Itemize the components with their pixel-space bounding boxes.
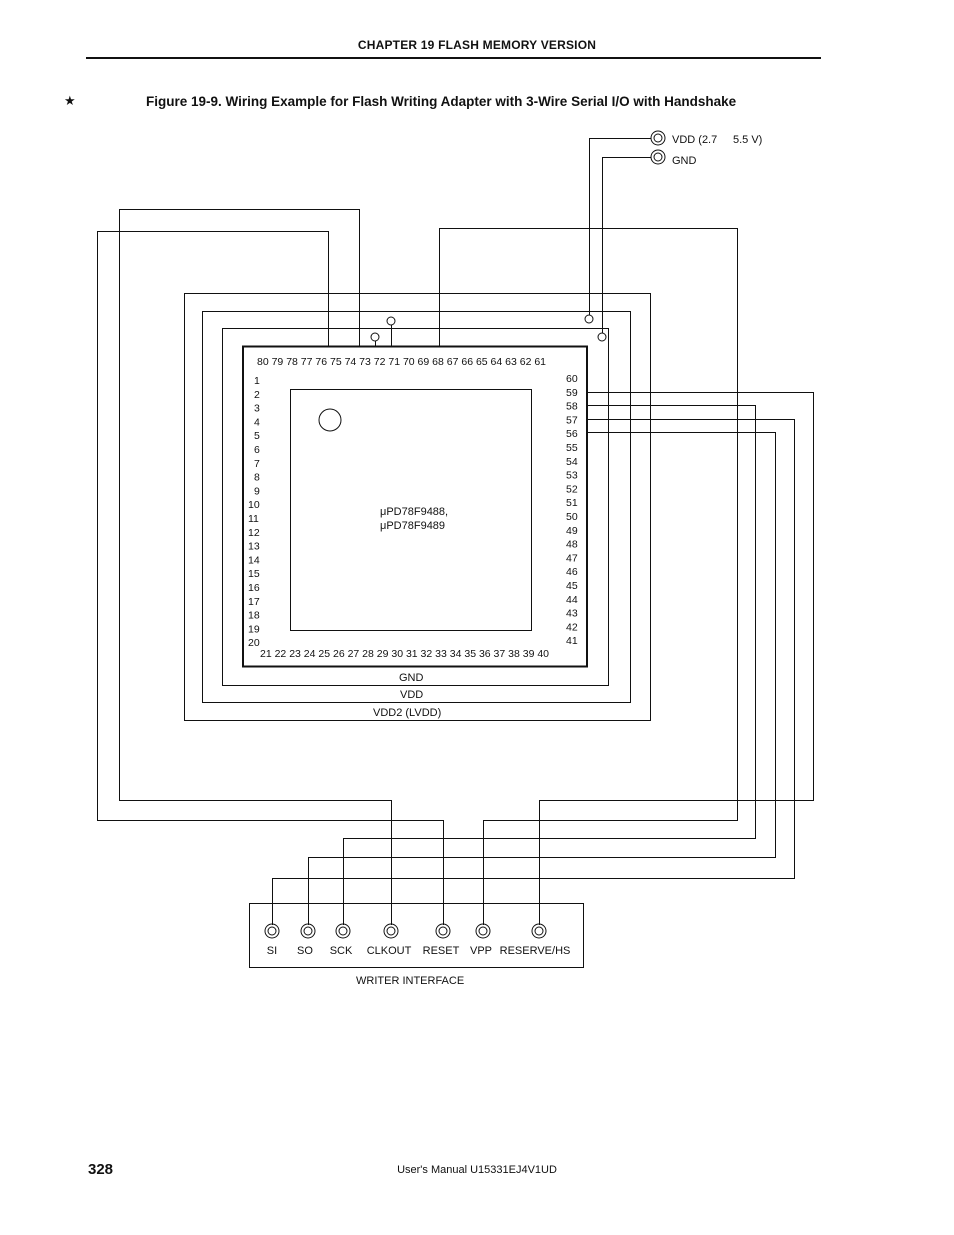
writer-terminal-label: VPP xyxy=(470,945,492,957)
vdd-rail xyxy=(202,311,631,703)
right-pin-label: 58 xyxy=(566,401,578,413)
header-rule xyxy=(86,57,821,59)
writer-terminal-label: RESET xyxy=(423,945,460,957)
left-pin-label: 4 xyxy=(254,416,260,428)
vdd2-rail-label: VDD2 (LVDD) xyxy=(373,707,441,719)
left-pin-label: 10 xyxy=(248,499,260,511)
left-pin-label: 7 xyxy=(254,458,260,470)
left-pin-label: 3 xyxy=(254,403,260,415)
vdd2-rail xyxy=(184,293,651,721)
right-pin-label: 46 xyxy=(566,566,578,578)
right-pin-label: 42 xyxy=(566,621,578,633)
right-pin-label: 49 xyxy=(566,525,578,537)
right-pin-label: 59 xyxy=(566,387,578,399)
star-icon: ★ xyxy=(64,93,76,108)
right-pin-label: 54 xyxy=(566,456,578,468)
right-pin-label: 55 xyxy=(566,442,578,454)
writer-terminal-label: SI xyxy=(267,945,277,957)
right-pin-label: 53 xyxy=(566,470,578,482)
left-pin-label: 15 xyxy=(248,568,260,580)
vdd-supply-label: VDD (2.7 xyxy=(672,134,717,146)
left-pin-label: 13 xyxy=(248,541,260,553)
gnd-terminal xyxy=(650,149,666,165)
right-pin-label: 50 xyxy=(566,511,578,523)
left-pin-label: 18 xyxy=(248,610,260,622)
right-pin-label: 57 xyxy=(566,414,578,426)
writer-terminal-label: CLKOUT xyxy=(367,945,412,957)
left-pin-label: 5 xyxy=(254,430,260,442)
right-pin-label: 60 xyxy=(566,373,578,385)
writer-terminals xyxy=(264,923,547,939)
left-pin-label: 11 xyxy=(248,513,259,525)
writer-interface-caption: WRITER INTERFACE xyxy=(356,975,464,987)
left-pin-label: 8 xyxy=(254,472,260,484)
part-number-1: μPD78F9488, xyxy=(380,506,448,518)
vdd-supply-range: 5.5 V) xyxy=(733,134,762,146)
left-pin-label: 12 xyxy=(248,527,260,539)
part-number-2: μPD78F9489 xyxy=(380,520,445,532)
gnd-supply-label: GND xyxy=(672,155,697,167)
right-pin-label: 52 xyxy=(566,483,578,495)
right-pin-label: 43 xyxy=(566,608,578,620)
left-pin-label: 17 xyxy=(248,596,260,608)
right-pin-label: 51 xyxy=(566,497,578,509)
left-pin-label: 2 xyxy=(254,389,260,401)
right-pin-label: 41 xyxy=(566,635,578,647)
left-pin-label: 9 xyxy=(254,485,260,497)
top-pin-row: 80 79 78 77 76 75 74 73 72 71 70 69 68 6… xyxy=(257,356,546,368)
right-pin-label: 48 xyxy=(566,539,578,551)
vdd-terminal xyxy=(650,130,666,146)
left-pin-label: 19 xyxy=(248,623,260,635)
chapter-title: CHAPTER 19 FLASH MEMORY VERSION xyxy=(357,38,597,52)
right-pin-label: 44 xyxy=(566,594,578,606)
gnd-rail-label: GND xyxy=(399,672,424,684)
left-pin-label: 14 xyxy=(248,554,260,566)
gnd-rail xyxy=(222,328,609,686)
page-number: 328 xyxy=(88,1161,114,1178)
figure-title: Figure 19-9. Wiring Example for Flash Wr… xyxy=(146,94,737,109)
writer-terminal-label: RESERVE/HS xyxy=(500,945,571,957)
right-pin-label: 45 xyxy=(566,580,578,592)
chip-outline xyxy=(242,345,588,668)
bottom-pin-row: 21 22 23 24 25 26 27 28 29 30 31 32 33 3… xyxy=(260,648,549,660)
pin1-marker xyxy=(318,408,342,432)
right-pin-label: 56 xyxy=(566,428,578,440)
footer-manual-id: User's Manual U15331EJ4V1UD xyxy=(397,1164,557,1176)
right-pin-label: 47 xyxy=(566,552,578,564)
die-outline xyxy=(290,389,532,631)
writer-interface-box xyxy=(249,903,584,968)
vdd-rail-label: VDD xyxy=(400,689,423,701)
left-pin-label: 6 xyxy=(254,444,260,456)
left-pin-label: 20 xyxy=(248,637,260,649)
left-pin-label: 16 xyxy=(248,582,260,594)
writer-terminal-label: SCK xyxy=(330,945,353,957)
writer-terminal-label: SO xyxy=(297,945,313,957)
left-pin-label: 1 xyxy=(254,375,260,387)
